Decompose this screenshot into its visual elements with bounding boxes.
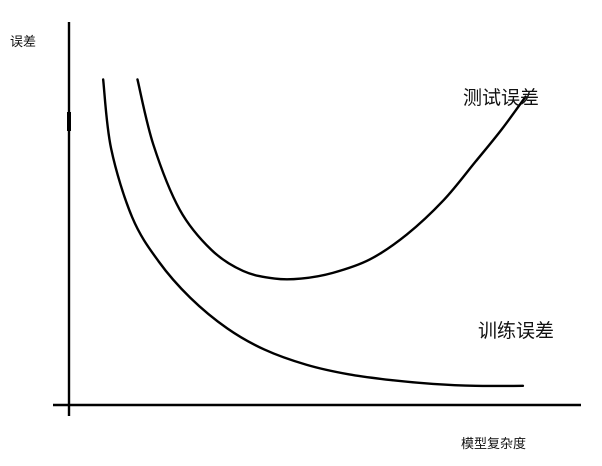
series-label-train-error: 训练误差: [478, 320, 554, 342]
test-error-curve: [136, 78, 527, 281]
train-error-curve: [101, 78, 525, 388]
x-axis-label: 模型复杂度: [461, 436, 526, 452]
y-axis-label: 误差: [10, 35, 36, 50]
series-label-test-error: 测试误差: [463, 87, 539, 109]
axes: [53, 22, 581, 416]
plot-area: [101, 78, 527, 388]
